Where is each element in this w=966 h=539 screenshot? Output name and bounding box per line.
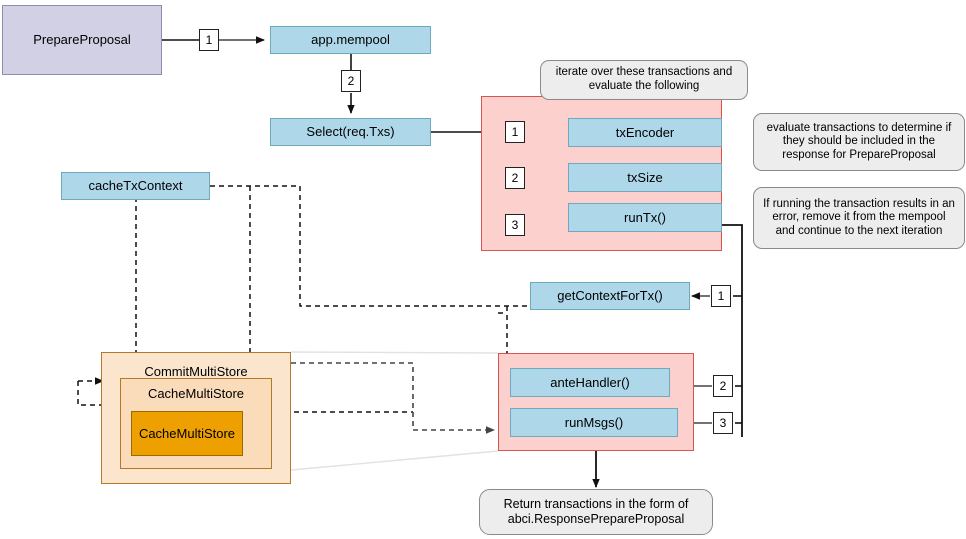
badge-select-step: 2 xyxy=(341,70,361,92)
node-ante-handler[interactable]: anteHandler() xyxy=(510,368,670,397)
group-cache-multi-store-inner: CacheMultiStore xyxy=(131,411,243,456)
note-return-transactions: Return transactions in the form of abci.… xyxy=(479,489,713,535)
node-run-msgs[interactable]: runMsgs() xyxy=(510,408,678,437)
node-run-tx-label: runTx() xyxy=(624,209,666,225)
node-cache-tx-context-label: cacheTxContext xyxy=(88,178,183,194)
group-cache-multi-store-outer-label: CacheMultiStore xyxy=(147,386,245,401)
note-return-text: Return transactions in the form of abci.… xyxy=(503,497,689,526)
node-tx-encoder[interactable]: txEncoder xyxy=(568,118,722,147)
badge-ante-handler-step: 2 xyxy=(713,375,733,397)
node-prepare-proposal[interactable]: PrepareProposal xyxy=(2,5,162,75)
note-evaluate-transactions: evaluate transactions to determine if th… xyxy=(753,113,965,171)
node-app-mempool-label: app.mempool xyxy=(311,32,390,48)
node-run-msgs-label: runMsgs() xyxy=(564,414,624,430)
group-cache-multi-store-inner-label: CacheMultiStore xyxy=(138,425,236,441)
node-tx-encoder-label: txEncoder xyxy=(615,124,675,140)
badge-get-context-step: 1 xyxy=(711,285,731,307)
note-evaluate-text: evaluate transactions to determine if th… xyxy=(766,121,952,161)
note-iterate-transactions: iterate over these transactions and eval… xyxy=(540,60,748,100)
group-commit-multi-store-label: CommitMultiStore xyxy=(144,364,248,379)
node-prepare-proposal-label: PrepareProposal xyxy=(33,32,131,48)
badge-tx-encoder-step: 1 xyxy=(505,121,525,143)
badge-run-msgs-step: 3 xyxy=(713,412,733,434)
badge-run-tx-step: 3 xyxy=(505,214,525,236)
badge-mempool-step: 1 xyxy=(199,29,219,51)
node-tx-size-label: txSize xyxy=(627,169,663,185)
node-tx-size[interactable]: txSize xyxy=(568,163,722,192)
badge-tx-size-step: 2 xyxy=(505,167,525,189)
node-app-mempool[interactable]: app.mempool xyxy=(270,26,431,54)
note-iterate-text: iterate over these transactions and eval… xyxy=(555,66,733,92)
node-ante-handler-label: anteHandler() xyxy=(550,374,630,390)
node-get-context-for-tx-label: getContextForTx() xyxy=(557,288,663,304)
node-select-req-txs-label: Select(req.Txs) xyxy=(306,124,395,140)
node-select-req-txs[interactable]: Select(req.Txs) xyxy=(270,118,431,146)
node-get-context-for-tx[interactable]: getContextForTx() xyxy=(530,282,690,310)
node-run-tx[interactable]: runTx() xyxy=(568,203,722,232)
note-error-handling: If running the transaction results in an… xyxy=(753,187,965,249)
node-cache-tx-context[interactable]: cacheTxContext xyxy=(61,172,210,200)
note-error-handling-text: If running the transaction results in an… xyxy=(763,197,955,237)
